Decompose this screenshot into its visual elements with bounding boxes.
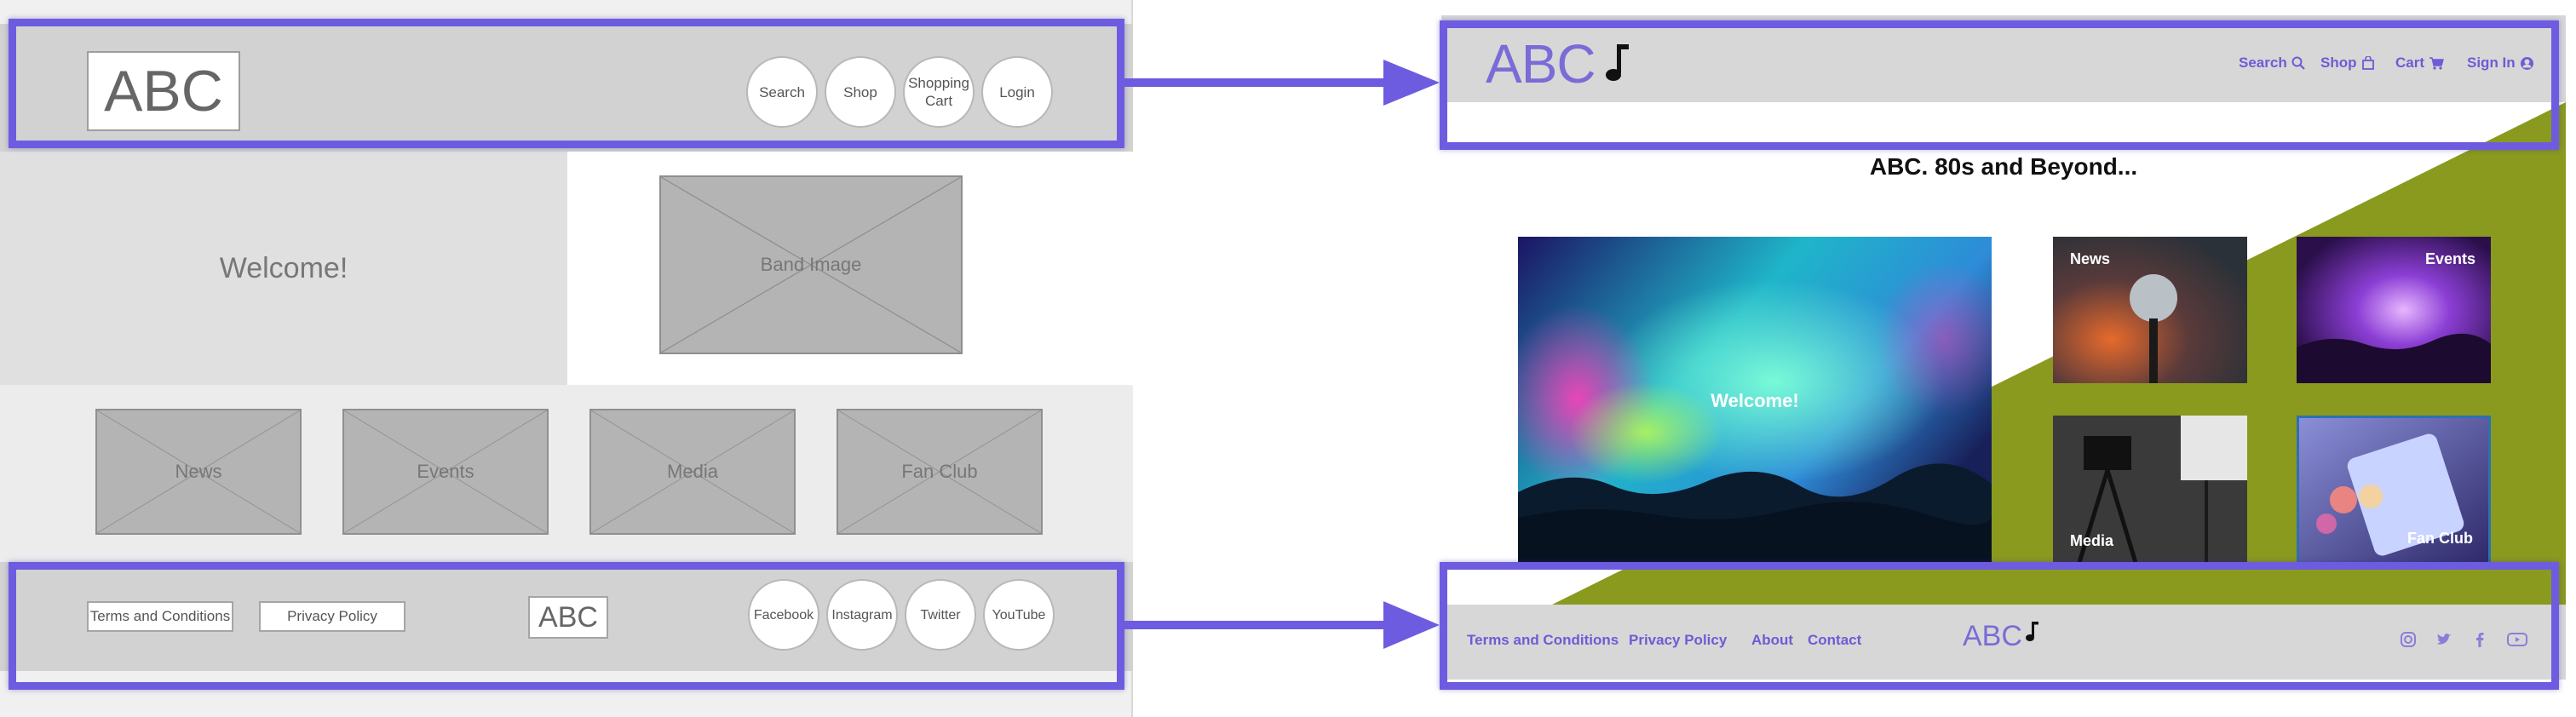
wireframe-facebook-button[interactable]: Facebook [748,579,819,651]
tile-events-label: Events [2424,250,2475,267]
wireframe-header-highlight [9,19,1124,148]
wireframe-login-button[interactable]: Login [981,56,1053,128]
wireframe-tile-label: Events [417,461,474,482]
welcome-hero[interactable]: Welcome! [1518,237,1992,565]
microphone-image [2053,237,2247,383]
wireframe-band-image-label: Band Image [760,254,862,275]
footer-logo[interactable]: ABC [1963,620,2022,652]
footer-contact-link[interactable]: Contact [1808,632,1862,648]
welcome-hero-label: Welcome! [1711,390,1799,411]
footer-terms-link[interactable]: Terms and Conditions [1467,632,1619,648]
wireframe-twitter-button[interactable]: Twitter [905,579,976,651]
site-logo[interactable]: ABC [1486,33,1596,95]
site-nav-cart-label: Cart [2395,54,2425,71]
wireframe-tile-news[interactable]: News [95,409,302,535]
crowd-image [2297,237,2491,383]
facebook-icon[interactable] [2470,630,2489,649]
tile-news-label: News [2070,250,2111,267]
wireframe-tile-label: Fan Club [901,461,978,482]
wireframe-tile-label: Media [667,461,718,482]
wireframe-tile-events[interactable]: Events [342,409,549,535]
site-nav-sign-in[interactable]: Sign In [2467,54,2534,72]
wireframe-welcome: Welcome! [0,152,567,385]
instagram-icon[interactable] [2399,630,2418,649]
tile-media-label: Media [2070,532,2114,549]
wireframe-youtube-button[interactable]: YouTube [983,579,1055,651]
search-icon [2291,56,2305,70]
wireframe-welcome-text: Welcome! [219,251,348,284]
camera-image [2053,416,2247,565]
wireframe-privacy-link[interactable]: Privacy Policy [259,601,405,632]
site-header [1441,15,2566,102]
wireframe-footer-highlight [9,562,1124,690]
wireframe-tile-fan-club[interactable]: Fan Club [837,409,1043,535]
site-nav-search-label: Search [2239,54,2287,71]
site-nav-shop[interactable]: Shop [2320,54,2375,72]
site-nav-shop-label: Shop [2320,54,2357,71]
site-nav-sign-in-label: Sign In [2467,54,2516,71]
wireframe-search-button[interactable]: Search [746,56,818,128]
music-note-icon [1606,44,1629,81]
wireframe-cart-button[interactable]: Shopping Cart [903,56,975,128]
twitter-icon[interactable] [2435,630,2453,649]
site-nav-search[interactable]: Search [2239,54,2305,72]
wireframe-tile-label: News [175,461,222,482]
cart-icon [2429,57,2444,70]
bag-icon [2361,56,2374,70]
youtube-icon[interactable] [2506,630,2528,649]
tile-events[interactable]: Events [2297,237,2491,383]
wireframe-band-image: Band Image [659,175,963,354]
wireframe-panel: ABC Search Shop Shopping Cart Login Welc… [0,0,1133,717]
phone-image [2299,418,2488,563]
tile-fan-club[interactable]: Fan Club [2297,416,2491,565]
site-header-highlight [1440,20,2559,150]
wireframe-shop-button[interactable]: Shop [825,56,896,128]
footer-privacy-link[interactable]: Privacy Policy [1629,632,1728,648]
tile-media[interactable]: Media [2053,416,2247,565]
site-nav-cart[interactable]: Cart [2395,54,2444,72]
tile-fan-club-label: Fan Club [2407,530,2473,547]
wireframe-footer-logo: ABC [528,596,608,639]
wireframe-terms-link[interactable]: Terms and Conditions [87,601,233,632]
footer-music-note-icon [2026,622,2038,641]
footer-arrow [1124,601,1440,649]
wireframe-logo[interactable]: ABC [87,51,240,131]
user-circle-icon [2520,56,2533,70]
site-footer [1441,605,2566,680]
site-title: ABC. 80s and Beyond... [1869,153,2138,180]
concert-image [1518,237,1992,565]
wireframe-instagram-button[interactable]: Instagram [826,579,898,651]
footer-about-link[interactable]: About [1751,632,1794,648]
wireframe-tile-media[interactable]: Media [589,409,796,535]
tile-news[interactable]: News [2053,237,2247,383]
header-arrow [1124,60,1440,106]
site-footer-highlight [1440,562,2559,690]
